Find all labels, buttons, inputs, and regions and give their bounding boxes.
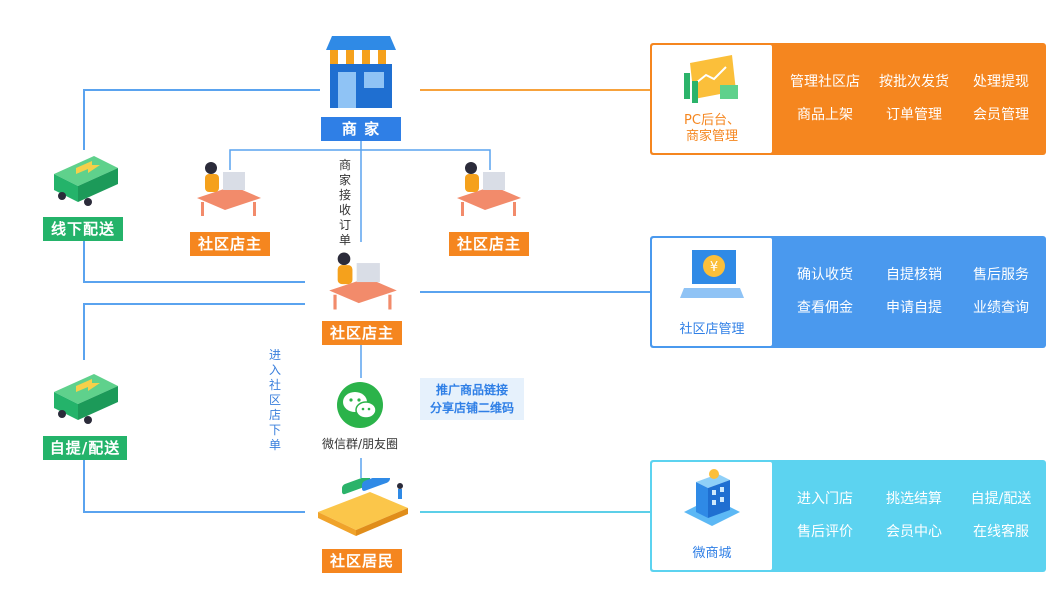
shop-owner-icon bbox=[329, 252, 397, 310]
dashboard-icon bbox=[684, 55, 738, 103]
panel-card-label: PC后台、 商家管理 bbox=[652, 113, 772, 145]
feature-item: 挑选结算 bbox=[886, 491, 942, 507]
feature-item: 售后评价 bbox=[797, 524, 853, 540]
wechat-icon bbox=[337, 382, 383, 428]
receive-order-text: 商家接收订单 bbox=[338, 158, 351, 247]
svg-text:¥: ¥ bbox=[710, 260, 718, 275]
promo-line-2: 分享店铺二维码 bbox=[429, 401, 514, 415]
wechat-label: 微信群/朋友圈 bbox=[321, 437, 399, 451]
feature-item: 处理提现 bbox=[973, 74, 1029, 90]
panel-card-line-2: 商家管理 bbox=[685, 129, 738, 144]
promo-box: 推广商品链接 分享店铺二维码 bbox=[420, 378, 524, 420]
pickup-delivery-label: 自提/配送 bbox=[43, 436, 127, 460]
owner-right-label: 社区店主 bbox=[449, 232, 529, 256]
laptop-coin-icon: ¥ bbox=[680, 250, 744, 298]
feature-item: 自提/配送 bbox=[970, 491, 1032, 507]
feature-item: 售后服务 bbox=[973, 267, 1029, 283]
resident-label: 社区居民 bbox=[322, 549, 402, 573]
shop-owner-icon bbox=[457, 162, 521, 216]
panel-card-label: 社区店管理 bbox=[679, 322, 745, 337]
feature-item: 会员管理 bbox=[973, 107, 1029, 123]
offline-delivery-label: 线下配送 bbox=[43, 217, 123, 241]
truck-icon bbox=[54, 156, 118, 206]
enter-store-text: 进入社区店下单 bbox=[268, 348, 281, 452]
feature-item: 在线客服 bbox=[973, 524, 1029, 540]
owner-main-label: 社区店主 bbox=[322, 321, 402, 345]
merchant-label: 商 家 bbox=[321, 117, 401, 141]
shop-owner-icon bbox=[197, 162, 261, 216]
mini-mall-panel: 微商城 进入门店 挑选结算 自提/配送 售后评价 会员中心 在线客服 bbox=[650, 460, 1046, 572]
feature-item: 会员中心 bbox=[886, 524, 942, 540]
feature-item: 业绩查询 bbox=[973, 300, 1029, 316]
store-management-panel: ¥ 社区店管理 确认收货 自提核销 售后服务 查看佣金 申请自提 业绩查询 bbox=[650, 236, 1046, 348]
shop-icon bbox=[326, 36, 396, 108]
feature-item: 管理社区店 bbox=[790, 74, 860, 90]
promo-line-1: 推广商品链接 bbox=[435, 383, 508, 397]
resident-icon bbox=[318, 478, 408, 536]
feature-item: 申请自提 bbox=[886, 300, 942, 316]
feature-item: 商品上架 bbox=[797, 107, 853, 123]
feature-item: 订单管理 bbox=[886, 107, 942, 123]
owner-left-label: 社区店主 bbox=[190, 232, 270, 256]
panel-card-label: 微商城 bbox=[692, 546, 732, 561]
feature-item: 按批次发货 bbox=[879, 74, 949, 90]
feature-item: 进入门店 bbox=[797, 491, 853, 507]
feature-item: 自提核销 bbox=[886, 267, 942, 283]
panel-card: 微商城 bbox=[652, 462, 772, 570]
merchant-management-panel: PC后台、 商家管理 管理社区店 按批次发货 处理提现 商品上架 订单管理 会员… bbox=[650, 43, 1046, 155]
panel-card: ¥ 社区店管理 bbox=[652, 238, 772, 346]
feature-item: 确认收货 bbox=[797, 267, 853, 283]
panel-card-line-1: PC后台、 bbox=[684, 113, 740, 128]
truck-icon bbox=[54, 374, 118, 424]
panel-card: PC后台、 商家管理 bbox=[652, 45, 772, 153]
building-icon bbox=[684, 469, 740, 526]
feature-item: 查看佣金 bbox=[797, 300, 853, 316]
